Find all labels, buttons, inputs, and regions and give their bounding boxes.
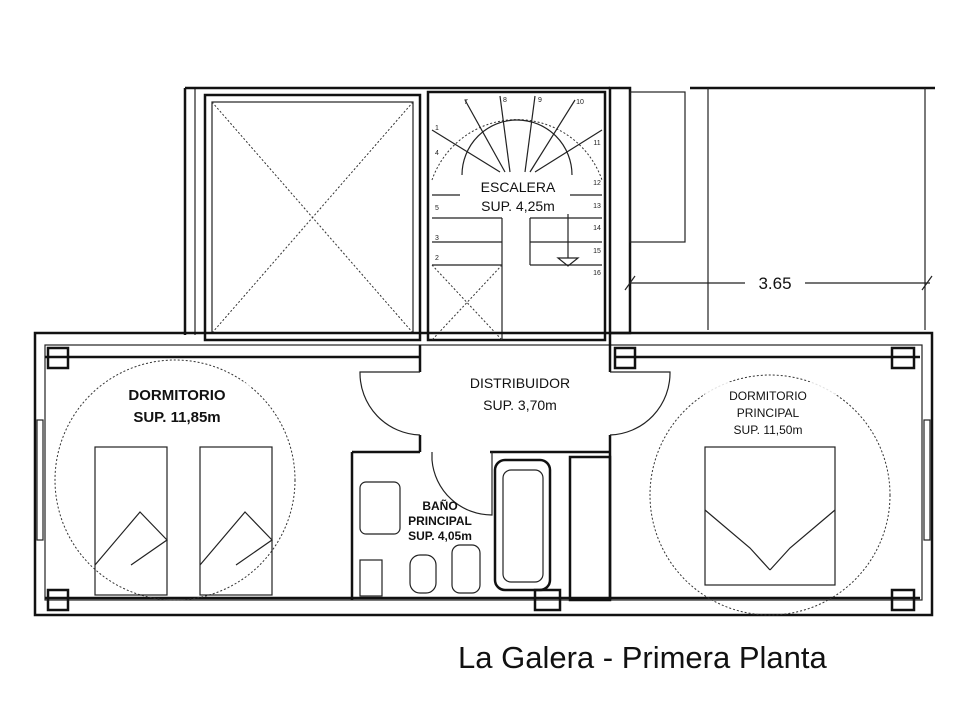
dormitorio-principal-label: DORMITORIO	[729, 389, 807, 403]
stair-number: 15	[593, 248, 601, 255]
distribuidor-label: DISTRIBUIDOR	[470, 375, 570, 391]
stair-number: 7	[464, 99, 468, 106]
stair-number: 9	[538, 97, 542, 104]
stair-number: 5	[435, 205, 439, 212]
stair-number: 16	[593, 270, 601, 277]
main-walls	[33, 331, 934, 617]
stair-number: 2	[435, 255, 439, 262]
dormitorio-principal: DORMITORIO PRINCIPAL SUP. 11,50m	[649, 374, 891, 616]
plan-caption: La Galera - Primera Planta	[458, 640, 827, 675]
dormitorio: DORMITORIO SUP. 11,85m	[54, 359, 296, 601]
doors	[359, 371, 671, 516]
dormitorio-area: SUP. 11,85m	[133, 409, 220, 426]
dormitorio-principal-area: SUP. 11,50m	[734, 423, 803, 437]
stair-number: 3	[435, 235, 439, 242]
upper-outline	[183, 86, 935, 335]
dimension-label: 3.65	[758, 274, 791, 293]
stair-number: 8	[503, 97, 507, 104]
escalera-label: ESCALERA	[481, 179, 556, 195]
bano-label-2: PRINCIPAL	[408, 514, 472, 528]
bano-principal: BAÑO PRINCIPAL SUP. 4,05m	[359, 455, 612, 602]
stair-number: 12	[593, 180, 601, 187]
bano-area: SUP. 4,05m	[408, 529, 472, 543]
stair-number: 4	[435, 150, 439, 157]
dormitorio-principal-label-2: PRINCIPAL	[737, 406, 800, 420]
dormitorio-label: DORMITORIO	[128, 387, 226, 404]
stair-number: 14	[593, 225, 601, 232]
escalera-area: SUP. 4,25m	[481, 198, 555, 214]
staircase: 1 4 5 3 2 7 8 9 10 11 12 13 14 15 16 ESC…	[426, 90, 607, 342]
distribuidor-area: SUP. 3,70m	[483, 397, 557, 413]
stair-number: 10	[576, 99, 584, 106]
distribuidor: DISTRIBUIDOR SUP. 3,70m	[470, 375, 570, 413]
stair-number: 13	[593, 203, 601, 210]
right-column: 3.65	[608, 86, 933, 335]
bano-label: BAÑO	[422, 498, 457, 513]
stair-number: 11	[593, 140, 600, 147]
void-opening	[203, 93, 422, 342]
stair-number: 1	[435, 125, 439, 132]
